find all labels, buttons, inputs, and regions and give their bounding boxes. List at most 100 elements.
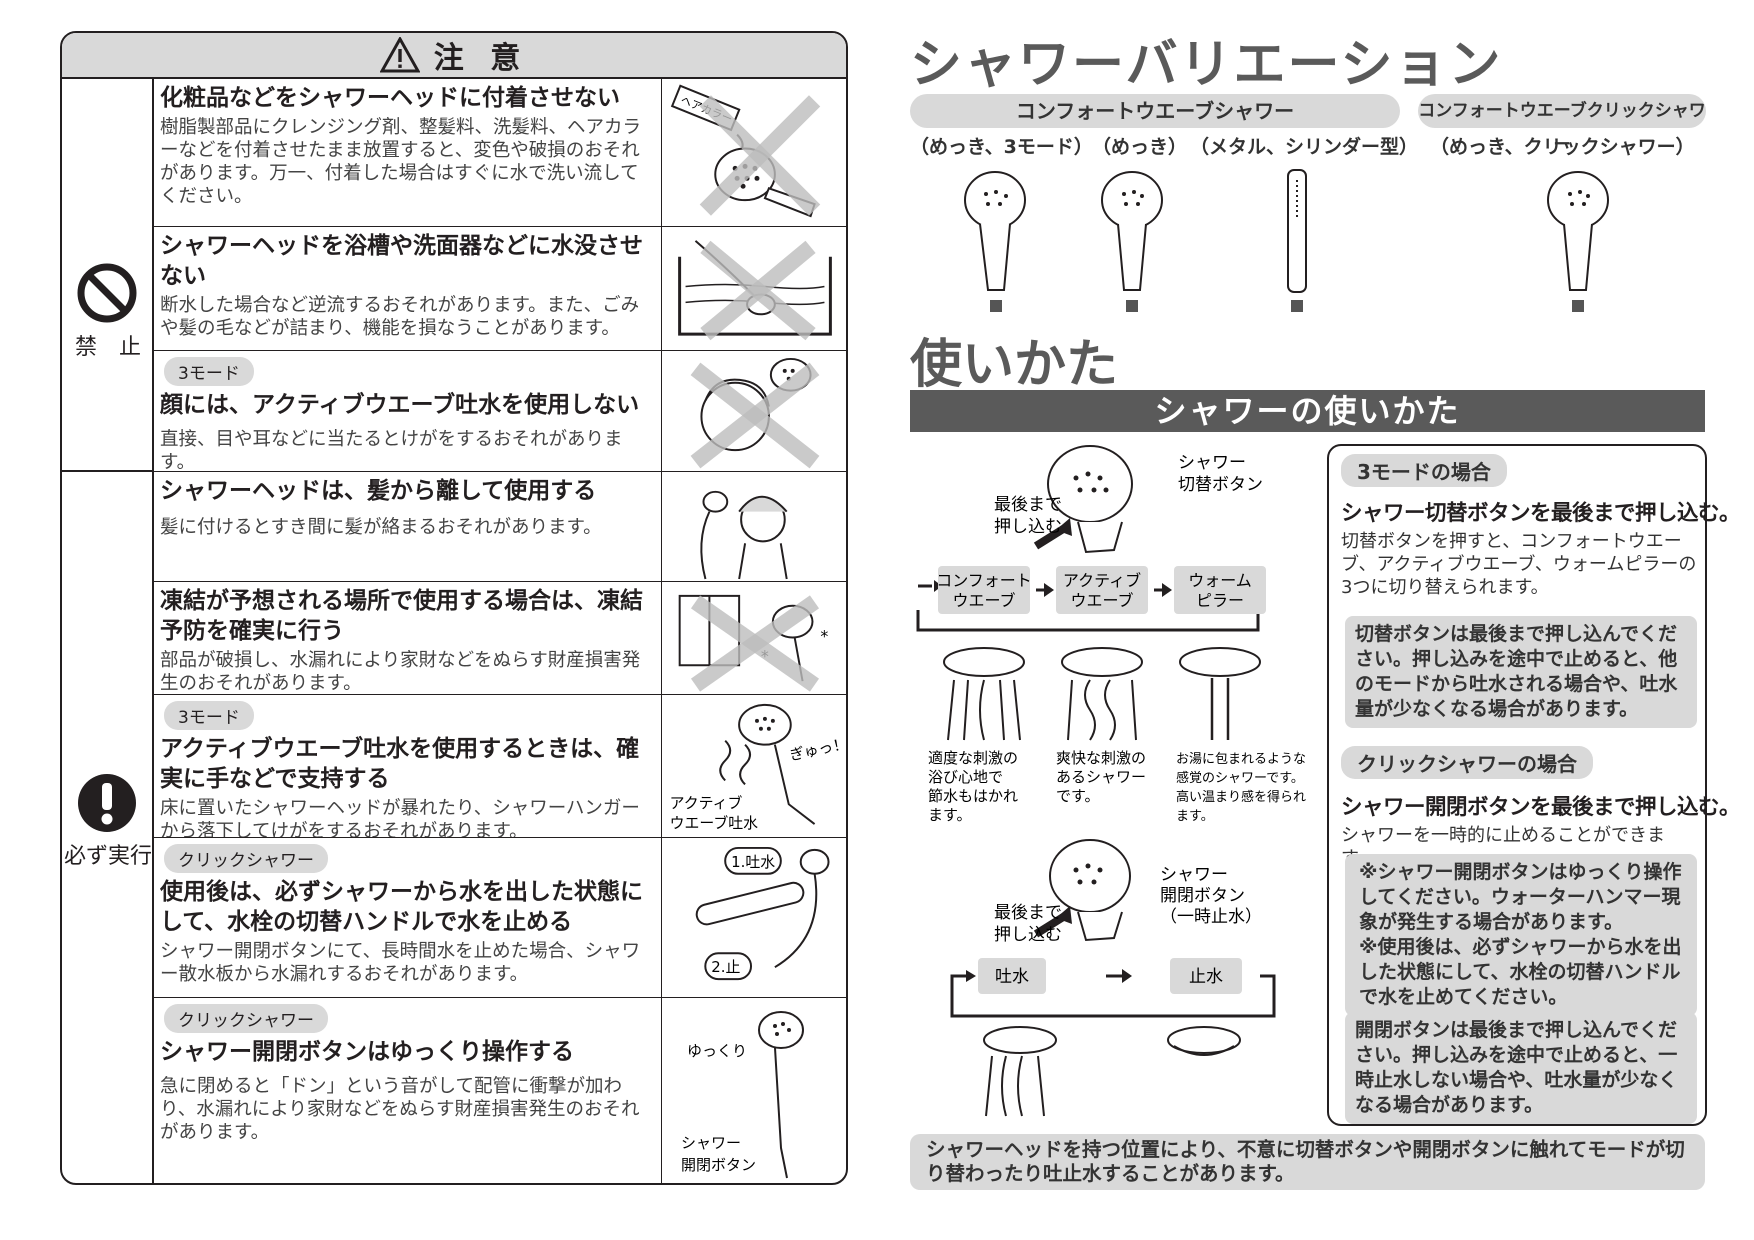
- variation-group2: コンフォートウエーブクリックシャワー: [1418, 94, 1706, 155]
- spout-mode: 吐水: [995, 967, 1029, 987]
- row-body: 髪に付けるとすき間に髪が絡まるおそれがあります。: [160, 517, 602, 538]
- panel-tag-click: クリックシャワーの場合: [1341, 746, 1593, 779]
- usage-panel: 3モードの場合 シャワー切替ボタンを最後まで押し込む。 切替ボタンを押すと、コン…: [1327, 444, 1741, 1126]
- mandatory-icon: [78, 774, 136, 832]
- row-body: 急に閉めると「ドン」という音がして配管に衝撃が加わり、水漏れにより家財などをぬら…: [160, 1076, 640, 1143]
- panel-note-2: ※使用後は、必ずシャワーから水を出した状態にして、水栓の切替ハンドルで水を止めて…: [1359, 936, 1682, 1008]
- mode-tag: クリックシャワー: [164, 844, 328, 873]
- mode-tag: クリックシャワー: [164, 1004, 328, 1033]
- onoff-label-2: 開閉ボタン: [1160, 886, 1245, 906]
- desc3-line1: お湯に包まれるような: [1176, 752, 1306, 767]
- mandatory-column: 必ず実行: [62, 472, 154, 1183]
- row-heading: 使用後は、必ずシャワーから水を出した状態にして、水栓の切替ハンドルで水を止める: [160, 879, 643, 935]
- panel-note-box-3: 開閉ボタンは最後まで押し込んでください。押し込みを途中で止めると、一時止水しない…: [1345, 1012, 1697, 1124]
- spray-on-icon: [983, 1026, 1057, 1117]
- desc3-line2: 感覚のシャワーです。: [1176, 770, 1304, 786]
- panel-body-1: 切替ボタンを押すと、コンフォートウエーブ、アクティブウエーブ、ウォームピラーの3…: [1341, 531, 1697, 598]
- panel-tag-3mode: 3モードの場合: [1341, 454, 1507, 487]
- mode-3-line2: ピラー: [1196, 591, 1244, 610]
- spray-pillar-icon: [1179, 647, 1261, 740]
- desc2-line3: です。: [1056, 787, 1100, 805]
- row-body: シャワー開閉ボタンにて、長時間水を止めた場合、シャワー散水板から水漏れするおそれ…: [160, 941, 641, 985]
- desc3-line3: 高い温まり感を得られ: [1176, 789, 1306, 805]
- caution-row-hair: シャワーヘッドは、髪から離して使用する 髪に付けるとすき間に髪が絡まるおそれがあ…: [154, 472, 846, 582]
- warning-icon: [379, 37, 420, 73]
- panel-heading-1: シャワー切替ボタンを最後まで押し込む。: [1341, 501, 1741, 526]
- cosmetics-illustration: ヘアカラー: [664, 79, 846, 226]
- desc1-line4: ます。: [928, 806, 972, 824]
- desc1-line3: 節水もはかれ: [928, 787, 1018, 805]
- panel-note-box-2: ※シャワー開閉ボタンはゆっくり操作してください。ウォーターハンマー現象が発生する…: [1345, 854, 1697, 1016]
- row-body: 直接、目や耳などに当たるとけがをするおそれがあります。: [160, 429, 623, 471]
- caution-row-faucet: クリックシャワー 使用後は、必ずシャワーから水を出した状態にして、水栓の切替ハン…: [154, 838, 846, 998]
- push2-label-1: 最後まで: [994, 903, 1062, 923]
- shower-head-click-icon: [1547, 171, 1609, 312]
- prohibit-column: 禁 止: [62, 79, 154, 472]
- usage-footer-note: シャワーヘッドを持つ位置により、不意に切替ボタンや開閉ボタンに触れてモードが切り…: [910, 1134, 1705, 1190]
- variation-item-1: （めっき、3モード）: [910, 136, 1093, 158]
- spray-off-icon: [1167, 1026, 1241, 1056]
- onoff-label-1: シャワー: [1160, 865, 1228, 885]
- onoff-label-1: シャワー: [681, 1134, 741, 1152]
- row-heading: 化粧品などをシャワーヘッドに付着させない: [160, 85, 620, 111]
- row-heading: 凍結が予想される場所で使用する場合は、凍結予防を確実に行う: [160, 588, 643, 644]
- prohibit-icon: [77, 263, 137, 323]
- faucet-illustration: 1.吐水 2.止: [664, 838, 846, 997]
- row-body: 樹脂製部品にクレンジング剤、整髪料、洗髪料、ヘアカラーなどを付着させたまま放置す…: [160, 117, 642, 207]
- desc2-line1: 爽快な刺激の: [1056, 749, 1146, 767]
- row-body: 断水した場合など逆流するおそれがあります。また、ごみや髪の毛などが詰まり、機能を…: [160, 295, 640, 339]
- mode-3-line1: ウォーム: [1188, 571, 1252, 590]
- caution-row-support: 3モード アクティブウエーブ吐水を使用するときは、確実に手などで支持する 床に置…: [154, 695, 846, 838]
- row-heading: シャワーヘッドを浴槽や洗面器などに水没させない: [160, 233, 643, 289]
- usage-diagram: シャワー 切替ボタン 最後まで 押し込む コンフォート ウエーブ アクティブ ウ…: [916, 445, 1306, 1117]
- slow-illustration: ゆっくり シャワー 開閉ボタン: [664, 998, 846, 1183]
- desc1-line1: 適度な刺激の: [928, 749, 1018, 767]
- desc3-line4: ます。: [1176, 809, 1214, 824]
- active-label-2: ウエーブ吐水: [670, 814, 758, 832]
- caution-title: 注 意: [433, 41, 529, 76]
- caution-row-freeze: 凍結が予想される場所で使用する場合は、凍結予防を確実に行う 部品が破損し、水漏れ…: [154, 582, 846, 695]
- freeze-illustration: * *: [664, 582, 846, 694]
- push2-label-2: 押し込む: [994, 925, 1062, 945]
- spray-comfort-icon: [943, 647, 1025, 741]
- row-heading: 顔には、アクティブウエーブ吐水を使用しない: [160, 392, 640, 418]
- variation-item-4: （めっき、クリックシャワー）: [1430, 136, 1695, 158]
- panel-note-1: ※シャワー開閉ボタンはゆっくり操作してください。ウォーターハンマー現象が発生する…: [1359, 861, 1682, 933]
- caution-row-face: 3モード 顔には、アクティブウエーブ吐水を使用しない 直接、目や耳などに当たると…: [154, 351, 846, 472]
- prohibit-label: 禁 止: [74, 335, 141, 360]
- mandatory-label: 必ず実行: [63, 844, 152, 869]
- onoff-label-2: 開閉ボタン: [681, 1156, 756, 1174]
- panel-note-box-1: 切替ボタンは最後まで押し込んでください。押し込みを途中で止めると、他のモードから…: [1345, 616, 1697, 728]
- usage-title: 使いかた: [910, 335, 1119, 395]
- row-heading: アクティブウエーブ吐水を使用するときは、確実に手などで支持する: [160, 736, 640, 792]
- row-body: 床に置いたシャワーヘッドが暴れたり、シャワーハンガーから落下してけがをするおそれ…: [160, 798, 640, 837]
- hair-illustration: [664, 472, 846, 581]
- stop-mode: 止水: [1189, 967, 1223, 987]
- usage-band: シャワーの使いかた: [910, 390, 1705, 432]
- mode-tag: 3モード: [164, 357, 254, 386]
- desc1-line2: 浴び心地で: [928, 768, 1003, 786]
- onoff-label-3: （一時止水）: [1160, 907, 1262, 927]
- mode-1-line2: ウエーブ: [952, 591, 1015, 610]
- row-body: 部品が破損し、水漏れにより家財などをぬらす財産損害発生のおそれがあります。: [160, 650, 641, 694]
- shower-head-plated-icon: [1101, 171, 1163, 312]
- desc2-line2: あるシャワー: [1056, 768, 1146, 786]
- squeeze-label: ぎゅっ！: [788, 735, 846, 765]
- face-illustration: [664, 351, 846, 471]
- variation-item-3: （メタル、シリンダー型）: [1190, 136, 1419, 158]
- shower-head-3mode-icon: [964, 171, 1026, 312]
- shower-head-cylinder-icon: [1287, 169, 1307, 312]
- stop-step-label: 2.止: [711, 958, 740, 976]
- panel-heading-2: シャワー開閉ボタンを最後まで押し込む。: [1341, 795, 1741, 820]
- mode-1-line1: コンフォート: [936, 571, 1032, 590]
- caution-row-cosmetics: 化粧品などをシャワーヘッドに付着させない 樹脂製部品にクレンジング剤、整髪料、洗…: [154, 79, 846, 227]
- shower-variation-illustrations: [964, 169, 1609, 312]
- caution-row-submerge: シャワーヘッドを浴槽や洗面器などに水没させない 断水した場合など逆流するおそれが…: [154, 227, 846, 351]
- variation-group1: コンフォートウエーブシャワー: [910, 94, 1400, 128]
- switch-label-2: 切替ボタン: [1178, 475, 1263, 495]
- spout-step-label: 1.吐水: [731, 853, 775, 871]
- caution-table: 注 意 禁 止 必ず実行 化粧品などをシャワーヘッドに付着させない 樹脂製部品に…: [60, 31, 848, 1185]
- variation-title: シャワーバリエーション: [910, 35, 1503, 95]
- switch-label-1: シャワー: [1178, 453, 1246, 473]
- spray-active-icon: [1061, 647, 1143, 741]
